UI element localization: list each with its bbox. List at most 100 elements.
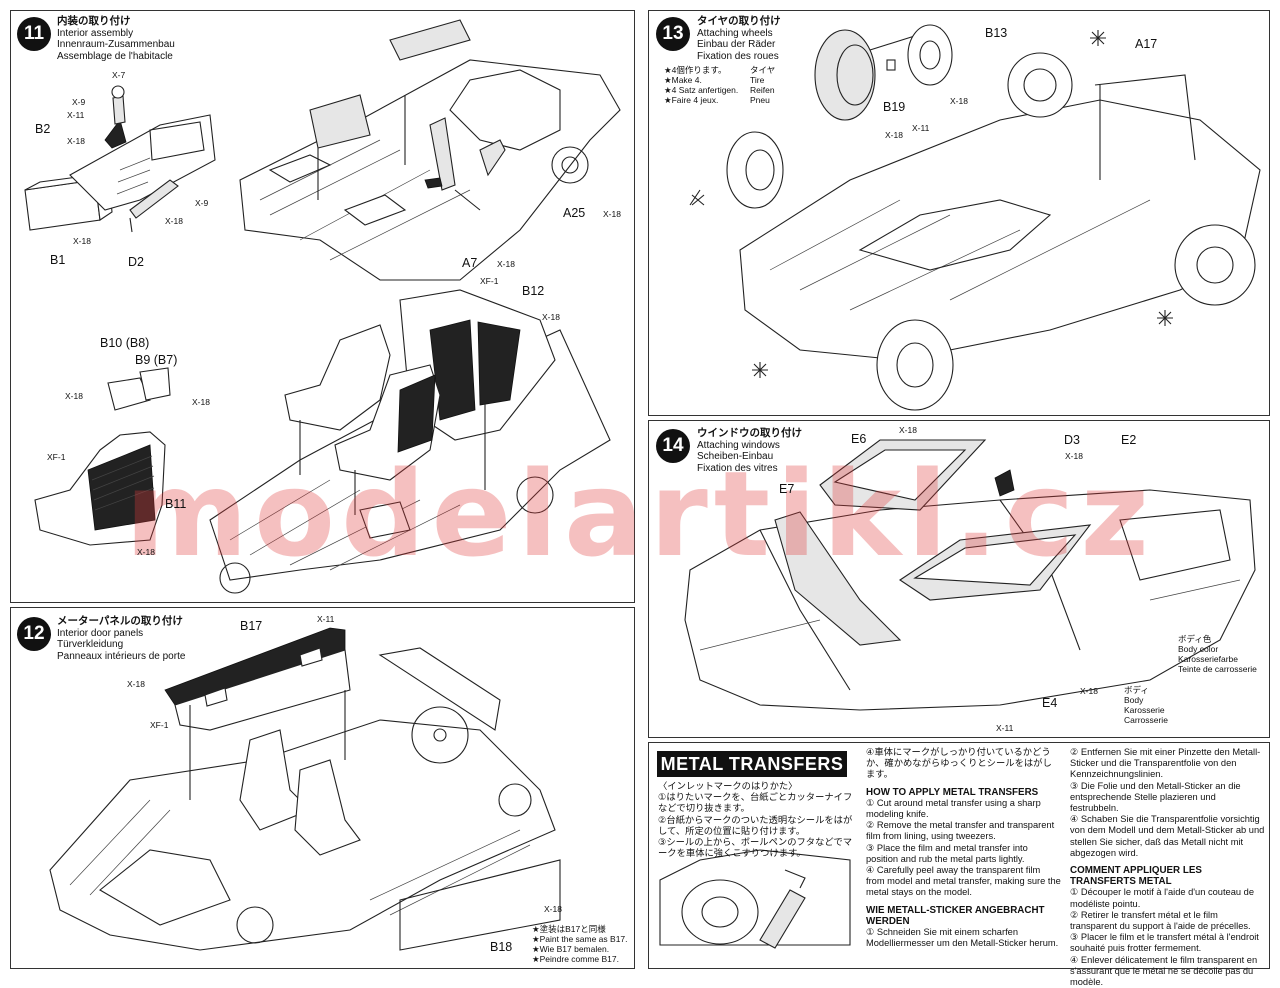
metal-de-1: ① Schneiden Sie mit einem scharfen Model… — [866, 927, 1059, 949]
step-13-number: 13 — [656, 17, 690, 51]
step-12-title-de: Türverkleidung — [57, 639, 124, 650]
step-14-title-fr: Fixation des vitres — [697, 462, 778, 474]
step-11-titles: 内装の取り付け Interior assembly Innenraum-Zusa… — [57, 15, 175, 62]
step-13-tire-note: タイヤ Tire Reifen Pneu — [750, 65, 775, 105]
metal-transfers-title: METAL TRANSFERS — [657, 751, 847, 777]
metal-transfers-illustration — [659, 849, 851, 949]
label-e4: E4 — [1042, 696, 1058, 710]
metal-jp-head: 〈インレットマークのはりかた〉 — [658, 781, 798, 791]
label-x18-14a: X-18 — [899, 425, 917, 435]
label-b10: B10 (B8) — [100, 336, 150, 350]
label-b9: B9 (B7) — [135, 353, 178, 367]
label-b13: B13 — [985, 26, 1008, 40]
step-14-bodycolor-note: ボディ色 Body color Karosseriefarbe Teinte d… — [1178, 634, 1257, 674]
label-x18-a: X-18 — [67, 136, 85, 146]
tire-fr: Pneu — [750, 95, 770, 105]
step-11-title-en: Interior assembly — [57, 27, 134, 39]
label-b18: B18 — [490, 940, 513, 954]
step-11-number: 11 — [17, 17, 51, 51]
make4-de: ★4 Satz anfertigen. — [664, 85, 739, 95]
metal-jp-3: ③シールの上から、ボールペンのフタなどでマークを車体に強くこすりつけます。 — [658, 837, 853, 859]
label-x18-c: X-18 — [73, 236, 91, 246]
make4-fr: ★Faire 4 jeux. — [664, 95, 719, 105]
label-x18-d: X-18 — [603, 209, 621, 219]
label-e2: E2 — [1121, 433, 1137, 447]
make4-jp: ★4個作ります。 — [664, 65, 727, 75]
step-14-title-en: Attaching windows — [697, 439, 780, 451]
step-14-body-illustration — [684, 439, 1256, 711]
body-jp: ボディ — [1124, 685, 1149, 695]
step-13-panel — [648, 10, 1270, 416]
tire-de: Reifen — [750, 85, 775, 95]
step-13-title-de: Einbau der Räder — [697, 39, 776, 50]
bodycolor-fr: Teinte de carrosserie — [1178, 664, 1257, 674]
metal-de-3: ③ Die Folie und den Metall-Sticker an di… — [1070, 780, 1241, 814]
step-14-number: 14 — [656, 429, 690, 463]
step-13-title-en: Attaching wheels — [697, 27, 773, 39]
label-b12: B12 — [522, 284, 545, 298]
label-x18-14b: X-18 — [1065, 451, 1083, 461]
step-13-title-fr: Fixation des roues — [697, 50, 779, 62]
step-14-body-note: ボディ Body Karosserie Carrosserie — [1124, 685, 1168, 725]
body-en: Body — [1124, 695, 1144, 705]
metal-fr-head: COMMENT APPLIQUER LES TRANSFERTS METAL — [1070, 865, 1202, 888]
metal-en-head: HOW TO APPLY METAL TRANSFERS — [866, 786, 1039, 798]
paint-note-en: ★Paint the same as B17. — [532, 934, 628, 944]
tire-jp: タイヤ — [750, 65, 776, 75]
label-x11-12: X-11 — [317, 614, 335, 624]
label-x18-14c: X-18 — [1080, 686, 1098, 696]
metal-jp-2: ②台紙からマークのついた透明なシールをはがして、所定の位置に貼り付けます。 — [658, 814, 853, 836]
label-b19: B19 — [883, 100, 906, 114]
step-12-door-panel-illustration — [164, 627, 501, 731]
step-11-seat-illustration — [34, 367, 171, 546]
metal-fr-1: ① Découper le motif à l'aide d'un coutea… — [1070, 887, 1254, 909]
step-13-title-jp: タイヤの取り付け — [697, 15, 781, 27]
label-x9-b: X-9 — [195, 198, 209, 208]
step-13-titles: タイヤの取り付け Attaching wheels Einbau der Räd… — [697, 15, 781, 62]
label-x18-13b: X-18 — [885, 130, 903, 140]
label-xf1-a: XF-1 — [480, 276, 499, 286]
label-e7: E7 — [779, 482, 795, 496]
make4-en: ★Make 4. — [664, 75, 702, 85]
label-x18-h: X-18 — [192, 397, 210, 407]
step-11-console-illustration — [24, 85, 216, 233]
label-a25: A25 — [563, 206, 586, 220]
label-e6: E6 — [851, 432, 867, 446]
label-x11-14: X-11 — [996, 723, 1014, 733]
metal-de-2: ② Entfernen Sie mit einer Pinzette den M… — [1070, 747, 1261, 780]
step-12-number: 12 — [17, 617, 51, 651]
step-11-title-fr: Assemblage de l'habitacle — [57, 50, 173, 62]
metal-column-b: ④車体にマークがしっかり付いているかどうか、確かめながらゆっくりとシールをはがし… — [866, 747, 1061, 949]
step-13-make4-note: ★4個作ります。 ★Make 4. ★4 Satz anfertigen. ★F… — [664, 65, 738, 105]
step-12-interior-illustration — [49, 690, 561, 951]
metal-jp-column-a: 〈インレットマークのはりかた〉 ①はりたいマークを、台紙ごとカッターナイフなどで… — [658, 781, 858, 859]
bodycolor-de: Karosseriefarbe — [1178, 654, 1239, 664]
metal-transfers-panel — [648, 742, 1270, 969]
label-x7: X-7 — [112, 70, 126, 80]
metal-fr-4: ④ Enlever délicatement le film transpare… — [1070, 954, 1258, 988]
label-x18-12a: X-18 — [127, 679, 145, 689]
label-x18-b: X-18 — [165, 216, 183, 226]
tire-en: Tire — [750, 75, 765, 85]
paint-note-de: ★Wie B17 bemalen. — [532, 944, 610, 954]
label-b17: B17 — [240, 619, 263, 633]
step-12-paint-note: ★塗装はB17と同様 ★Paint the same as B17. ★Wie … — [532, 924, 628, 964]
body-de: Karosserie — [1124, 705, 1165, 715]
label-xf1-b: XF-1 — [47, 452, 66, 462]
step-14-title-jp: ウインドウの取り付け — [697, 427, 802, 439]
step-12-title-fr: Panneaux intérieurs de porte — [57, 650, 186, 662]
step-11-chassis-illustration — [239, 19, 621, 281]
metal-fr-3: ③ Placer le film et le transfert métal à… — [1070, 932, 1259, 954]
metal-de-4: ④ Schaben Sie die Transparentfolie vorsi… — [1070, 814, 1265, 858]
label-d3: D3 — [1064, 433, 1080, 447]
label-xf1-12: XF-1 — [150, 720, 169, 730]
label-b1: B1 — [50, 253, 66, 267]
metal-en-2: ② Remove the metal transfer and transpar… — [866, 820, 1055, 842]
label-x11-13: X-11 — [912, 123, 930, 133]
step-11-title-jp: 内装の取り付け — [57, 15, 131, 27]
label-x18-g: X-18 — [65, 391, 83, 401]
metal-jp-4: ④車体にマークがしっかり付いているかどうか、確かめながらゆっくりとシールをはがし… — [866, 747, 1052, 780]
step-14-titles: ウインドウの取り付け Attaching windows Scheiben-Ei… — [697, 427, 802, 474]
label-x18-12b: X-18 — [544, 904, 562, 914]
metal-jp-1: ①はりたいマークを、台紙ごとカッターナイフなどで切り抜きます。 — [658, 792, 853, 814]
